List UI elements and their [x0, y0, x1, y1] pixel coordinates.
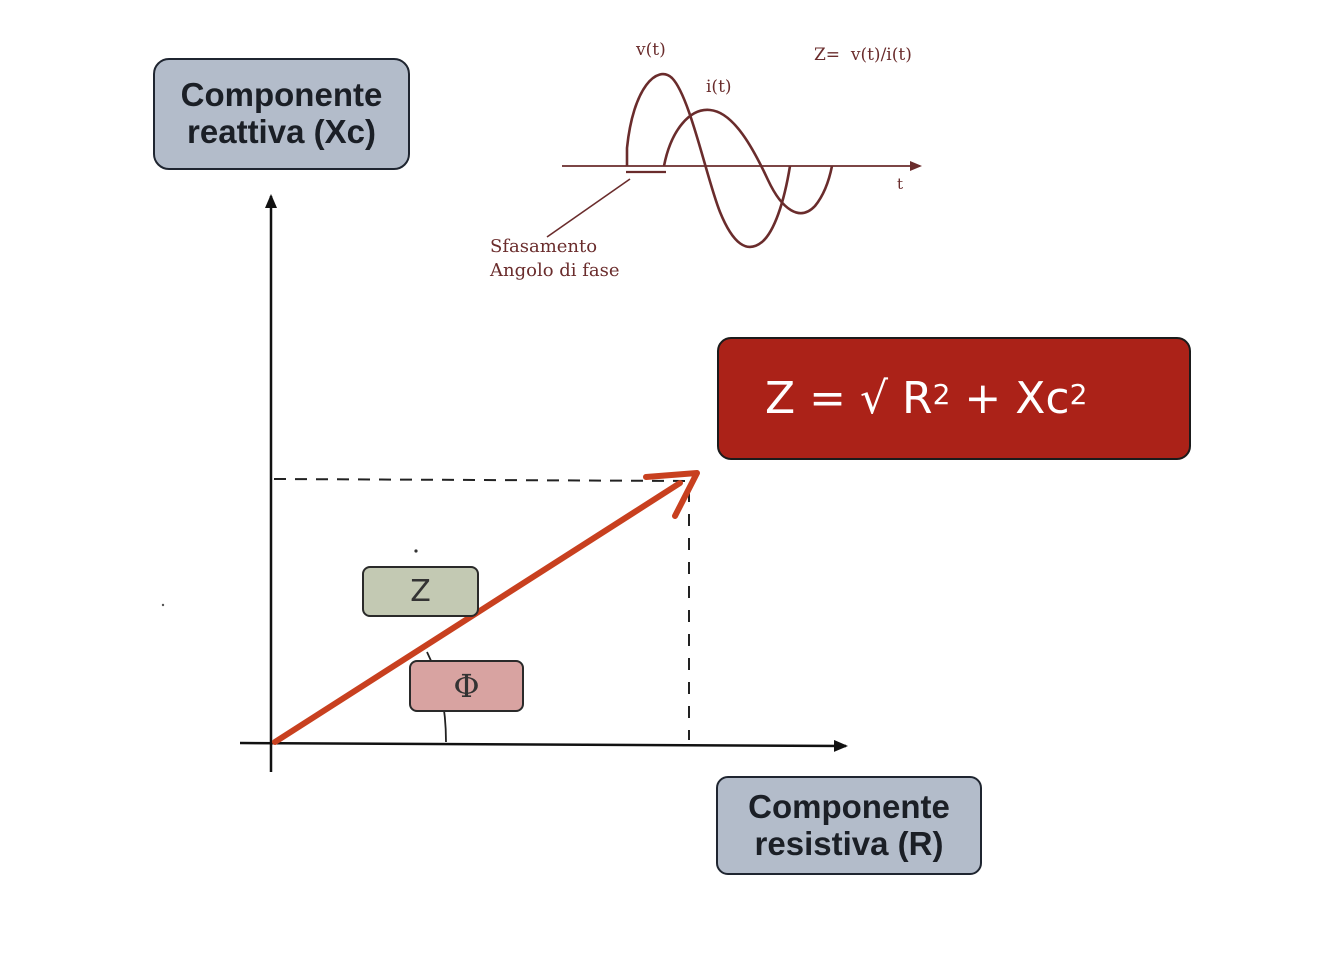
projection-horizontal — [273, 478, 691, 482]
y-axis-label-line1: Componente — [180, 76, 383, 114]
speck — [414, 549, 418, 553]
current-wave — [662, 108, 834, 215]
x-axis-label-line1: Componente — [748, 787, 950, 825]
phase-label-line2: Angolo di fase — [490, 260, 620, 281]
impedance-ratio-label: Z= v(t)/i(t) — [814, 45, 912, 65]
formula-lhs: Z = √ R — [765, 373, 933, 424]
voltage-wave — [625, 72, 792, 249]
formula-sup-xc: 2 — [1069, 378, 1088, 411]
phi-label: Φ — [453, 667, 480, 705]
time-label: t — [897, 175, 904, 193]
voltage-label: v(t) — [636, 40, 666, 60]
phase-pointer — [546, 178, 631, 238]
phase-label-line1: Sfasamento — [490, 236, 598, 257]
z-label-box: Z — [362, 566, 479, 617]
formula-sup-r: 2 — [932, 378, 951, 411]
phi-label-box: Φ — [409, 660, 524, 712]
y-axis-label: Componente reattiva (Xc) — [153, 58, 410, 170]
phase-label: Sfasamento Angolo di fase — [490, 235, 620, 283]
x-axis — [239, 739, 848, 752]
speck — [161, 603, 165, 607]
impedance-vector-arrowhead — [643, 470, 700, 519]
y-axis-label-line2: reattiva (Xc) — [187, 113, 376, 150]
current-label: i(t) — [706, 77, 732, 97]
formula-mid: + Xc — [950, 373, 1070, 424]
z-label: Z — [410, 574, 431, 609]
x-axis-label: Componente resistiva (R) — [716, 776, 982, 875]
x-axis-label-line2: resistiva (R) — [754, 824, 944, 862]
